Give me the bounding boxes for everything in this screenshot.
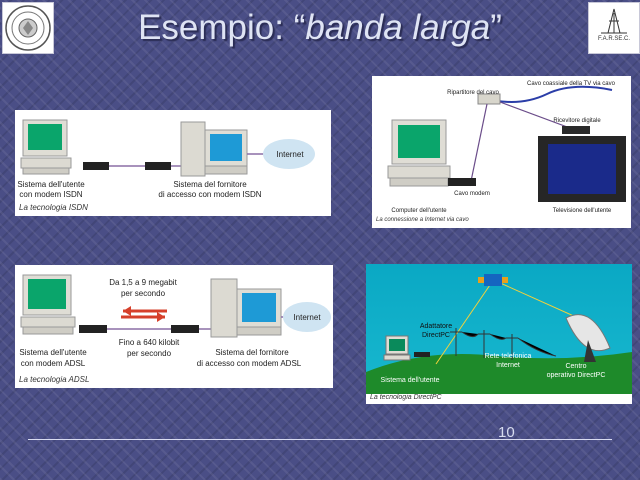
cable-diagram [387, 85, 626, 202]
isdn-user-label-2: con modem ISDN [19, 190, 83, 199]
isdn-provider-label-2: di accesso con modem ISDN [158, 190, 262, 199]
logo-right-text: F.A.R.SE.C. [597, 36, 630, 42]
provider-modem-icon [145, 162, 171, 170]
downstream-arrow-icon [123, 306, 131, 316]
logo-right: F.A.R.SE.C. [588, 2, 640, 54]
adsl-down-label-1: Da 1,5 a 9 megabit [109, 278, 177, 287]
adsl-internet-label: Internet [293, 313, 321, 322]
provider-computer-icon [210, 278, 282, 338]
cable-coax-label: Cavo coassiale della TV via cavo [527, 81, 615, 87]
tv-icon [538, 136, 626, 202]
adsl-diagram [20, 274, 331, 338]
university-seal-icon [5, 5, 51, 51]
slide-number: 10 [498, 424, 515, 441]
directpc-adapter-label-1: Adattatore [419, 323, 453, 330]
farsec-logo-icon [601, 8, 627, 34]
cable-tv-label: Televisione dell'utente [552, 208, 612, 214]
adsl-up-label-2: per secondo [126, 349, 172, 358]
directpc-panel: Adattatore DirectPC Rete telefonica Inte… [366, 264, 632, 404]
isdn-internet-label: Internet [276, 150, 304, 159]
digital-receiver-icon [562, 126, 590, 134]
splitter-icon [477, 93, 501, 105]
cable-receiver-label: Ricevitore digitale [553, 118, 601, 124]
cable-caption: La connessione a Internet via cavo [376, 217, 469, 223]
isdn-panel: Internet Sistema dell'utente con modem I… [15, 110, 331, 216]
adsl-modem-icon [79, 325, 107, 333]
adsl-provider-label-1: Sistema del fornitore [215, 348, 289, 357]
coax-cable-icon [491, 85, 613, 103]
provider-adsl-modem-icon [171, 325, 199, 333]
satellite-icon [478, 274, 508, 286]
directpc-adapter-icon [414, 352, 430, 357]
cable-panel: Cavo coassiale della TV via cavo Riparti… [372, 76, 631, 228]
directpc-caption: La tecnologia DirectPC [370, 394, 442, 401]
directpc-adapter-label-2: DirectPC [421, 332, 450, 339]
adsl-panel: Da 1,5 a 9 megabit per secondo Fino a 64… [15, 265, 333, 388]
adsl-up-label-1: Fino a 640 kilobit [118, 338, 180, 347]
provider-computer-icon [180, 121, 248, 177]
isdn-provider-label-1: Sistema del fornitore [173, 180, 247, 189]
user-computer-icon [383, 335, 411, 361]
cable-computer-label: Computer dell'utente [391, 208, 447, 214]
directpc-network-label-1: Rete telefonica [484, 353, 532, 360]
title-prefix: Esempio: “ [138, 8, 306, 47]
isdn-diagram [20, 119, 315, 177]
internet-cloud-icon [263, 139, 315, 169]
adsl-user-label-1: Sistema dell'utente [19, 348, 87, 357]
user-computer-icon [20, 274, 76, 335]
cable-modem-label: Cavo modem [454, 191, 490, 197]
upstream-arrow-icon [157, 312, 165, 322]
directpc-center-label-1: Centro [565, 363, 587, 370]
satellite-dish-icon [565, 314, 611, 362]
adsl-down-label-2: per secondo [120, 289, 166, 298]
isdn-caption: La tecnologia ISDN [19, 203, 88, 212]
telephone-line-icon [450, 328, 557, 360]
adsl-user-label-2: con modem ADSL [20, 359, 86, 368]
cable-modem-icon [448, 178, 476, 186]
internet-cloud-icon [283, 302, 331, 332]
user-computer-icon [20, 119, 72, 175]
logo-left [2, 2, 54, 54]
title-emphasis: banda larga [305, 8, 491, 47]
adsl-caption: La tecnologia ADSL [19, 375, 90, 384]
cable-splitter-label: Ripartitore del cavo [447, 90, 499, 96]
title-suffix: ” [490, 8, 502, 47]
slide-title: Esempio: “banda larga” [60, 8, 580, 48]
footer-divider [28, 439, 612, 440]
user-computer-icon [387, 119, 451, 187]
adsl-provider-label-2: di accesso con modem ADSL [196, 359, 302, 368]
directpc-diagram [366, 264, 632, 394]
isdn-user-label-1: Sistema dell'utente [17, 180, 85, 189]
directpc-network-label-2: Internet [496, 362, 520, 369]
directpc-user-label: Sistema dell'utente [380, 377, 440, 384]
directpc-center-label-2: operativo DirectPC [546, 372, 606, 379]
modem-icon [83, 162, 109, 170]
